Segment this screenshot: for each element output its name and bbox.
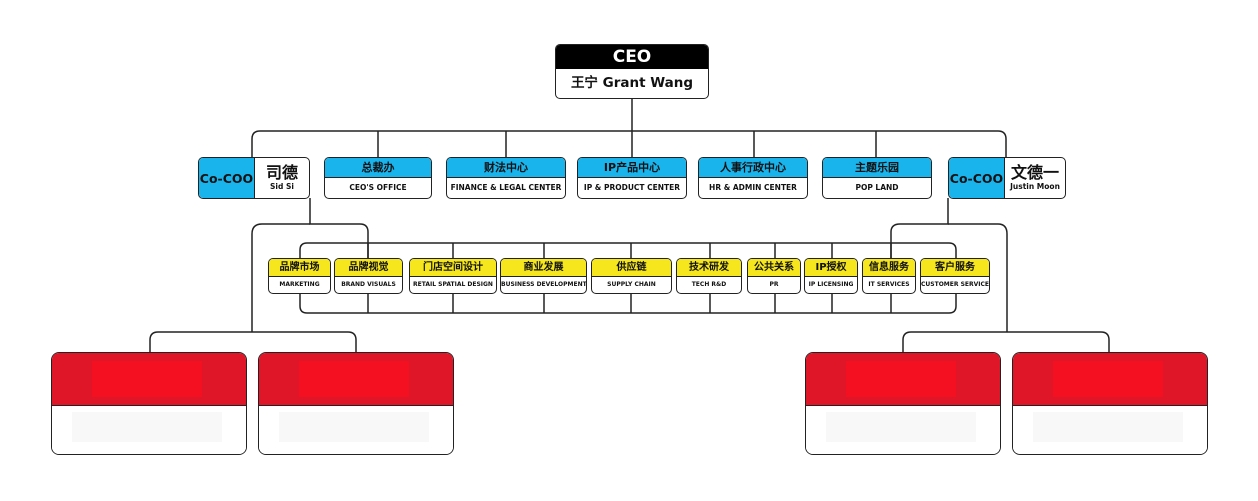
func-name-cn: 商业发展 — [501, 259, 586, 277]
ceo-name: 王宁 Grant Wang — [570, 75, 694, 91]
redacted-unit-box — [805, 352, 1001, 455]
func-name-en: BRAND VISUALS — [341, 281, 396, 288]
redacted-unit-box — [1012, 352, 1208, 455]
dept-name-en: CEO'S OFFICE — [349, 183, 407, 192]
dept-name-en: HR & ADMIN CENTER — [709, 183, 797, 192]
redacted-area — [279, 412, 429, 442]
func-brand-visuals: 品牌视觉 BRAND VISUALS — [334, 258, 403, 294]
func-name-en: IP LICENSING — [808, 281, 854, 288]
func-name-cn: 公共关系 — [748, 259, 800, 277]
func-name-cn: 信息服务 — [863, 259, 915, 277]
func-name-cn: 品牌视觉 — [335, 259, 402, 277]
dept-finance-legal: 财法中心 FINANCE & LEGAL CENTER — [446, 157, 566, 199]
func-name-cn: 供应链 — [592, 259, 671, 277]
ceo-title: CEO — [556, 45, 708, 69]
dept-name-en: IP & PRODUCT CENTER — [583, 183, 681, 192]
dept-name-cn: 总裁办 — [325, 158, 431, 178]
func-name-en: PR — [769, 281, 779, 288]
redacted-area — [299, 361, 409, 397]
func-pr: 公共关系 PR — [747, 258, 801, 294]
dept-name-cn: 主题乐园 — [823, 158, 931, 178]
redacted-unit-box — [51, 352, 247, 455]
func-tech-rd: 技术研发 TECH R&D — [676, 258, 742, 294]
dept-name-cn: IP产品中心 — [578, 158, 686, 178]
func-name-en: CUSTOMER SERVICE — [921, 281, 989, 288]
dept-hr-admin: 人事行政中心 HR & ADMIN CENTER — [698, 157, 808, 199]
co-coo-name-cn: 司德 — [265, 163, 298, 182]
func-name-cn: IP授权 — [805, 259, 857, 277]
co-coo-name-cn: 文德一 — [1010, 163, 1059, 182]
func-name-en: RETAIL SPATIAL DESIGN — [413, 281, 493, 288]
func-name-cn: 技术研发 — [677, 259, 741, 277]
redacted-area — [92, 361, 202, 397]
dept-name-cn: 财法中心 — [447, 158, 565, 178]
co-coo-tag: Co-COO — [949, 158, 1005, 198]
redacted-area — [1053, 361, 1163, 397]
func-name-en: IT SERVICES — [868, 281, 910, 288]
redacted-area — [826, 412, 976, 442]
co-coo-left-box: Co-COO 司德 Sid Si — [198, 157, 310, 199]
dept-name-en: POP LAND — [855, 183, 899, 192]
redacted-area — [1033, 412, 1183, 442]
func-it-services: 信息服务 IT SERVICES — [862, 258, 916, 294]
ceo-box: CEO 王宁 Grant Wang — [555, 44, 709, 99]
redacted-area — [846, 361, 956, 397]
func-name-cn: 门店空间设计 — [410, 259, 496, 277]
func-retail-spatial-design: 门店空间设计 RETAIL SPATIAL DESIGN — [409, 258, 497, 294]
dept-ip-product: IP产品中心 IP & PRODUCT CENTER — [577, 157, 687, 199]
redacted-unit-box — [258, 352, 454, 455]
func-ip-licensing: IP授权 IP LICENSING — [804, 258, 858, 294]
func-name-en: TECH R&D — [691, 281, 727, 288]
func-name-en: MARKETING — [279, 281, 320, 288]
co-coo-right-box: Co-COO 文德一 Justin Moon — [948, 157, 1066, 199]
co-coo-tag: Co-COO — [199, 158, 255, 198]
func-name-en: BUSINESS DEVELOPMENT — [501, 281, 587, 288]
func-marketing: 品牌市场 MARKETING — [268, 258, 331, 294]
func-name-en: SUPPLY CHAIN — [607, 281, 656, 288]
func-business-development: 商业发展 BUSINESS DEVELOPMENT — [500, 258, 587, 294]
func-customer-service: 客户服务 CUSTOMER SERVICE — [920, 258, 990, 294]
dept-name-cn: 人事行政中心 — [699, 158, 807, 178]
co-coo-name-en: Sid Si — [270, 182, 294, 191]
dept-ceo-office: 总裁办 CEO'S OFFICE — [324, 157, 432, 199]
func-supply-chain: 供应链 SUPPLY CHAIN — [591, 258, 672, 294]
dept-name-en: FINANCE & LEGAL CENTER — [450, 183, 562, 192]
dept-pop-land: 主题乐园 POP LAND — [822, 157, 932, 199]
func-name-cn: 客户服务 — [921, 259, 989, 277]
redacted-area — [72, 412, 222, 442]
func-name-cn: 品牌市场 — [269, 259, 330, 277]
co-coo-name-en: Justin Moon — [1010, 182, 1060, 191]
